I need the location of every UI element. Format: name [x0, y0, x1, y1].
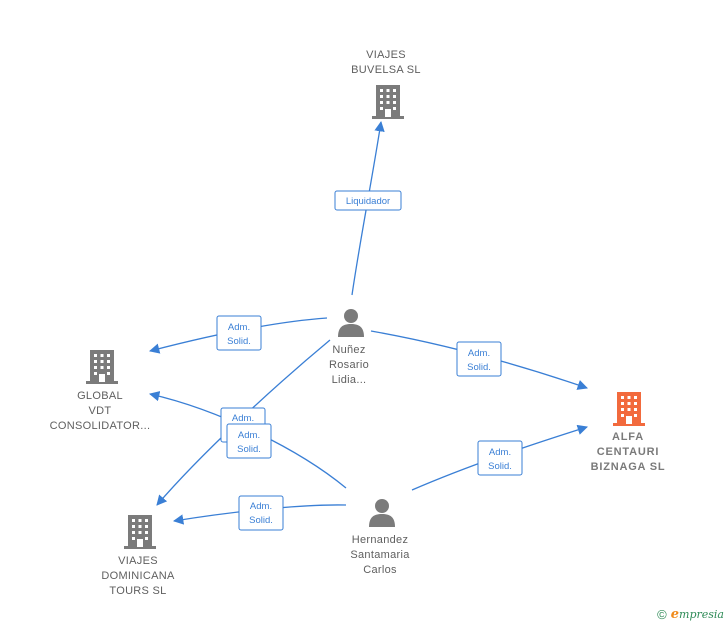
building-icon[interactable] [613, 390, 645, 426]
svg-text:Adm.: Adm. [468, 348, 490, 359]
node-label-viajes-dominicana[interactable]: VIAJES DOMINICANA TOURS SL [101, 555, 175, 597]
node-label-hernandez[interactable]: Hernandez Santamaria Carlos [350, 534, 410, 576]
brand-footer: © empresia [657, 607, 724, 622]
node-label-alfa-centauri[interactable]: ALFA CENTAURI BIZNAGA SL [590, 431, 666, 473]
node-label-nunez[interactable]: Nuñez Rosario Lidia... [328, 344, 369, 386]
svg-text:Solid.: Solid. [467, 362, 491, 373]
person-icon[interactable] [367, 497, 397, 527]
copyright-icon: © [657, 607, 667, 622]
svg-text:Solid.: Solid. [237, 444, 261, 455]
node-label-viajes-buvelsa[interactable]: VIAJES BUVELSA SL [351, 49, 421, 76]
brand-logo: empresia [670, 607, 724, 622]
svg-text:Adm.: Adm. [489, 447, 511, 458]
person-icon[interactable] [336, 307, 366, 337]
svg-text:Adm.: Adm. [232, 413, 254, 424]
building-icon[interactable] [124, 513, 156, 549]
svg-text:Adm.: Adm. [228, 322, 250, 333]
building-icon[interactable] [86, 348, 118, 384]
edge-label-nunez-buvelsa: Liquidador [334, 190, 402, 211]
edge-label-hernandez-alfa: Adm. Solid. [477, 440, 523, 476]
svg-text:Liquidador: Liquidador [346, 196, 390, 207]
svg-text:Solid.: Solid. [227, 336, 251, 347]
svg-text:Solid.: Solid. [488, 461, 512, 472]
edge-label-nunez-global: Adm. Solid. [216, 315, 262, 351]
edge-label-hernandez-dominicana: Adm. Solid. [238, 495, 284, 531]
svg-text:Adm.: Adm. [238, 430, 260, 441]
node-label-global-vdt[interactable]: GLOBAL VDT CONSOLIDATOR... [49, 390, 151, 432]
edge-label-hernandez-global: Adm. Solid. [226, 423, 272, 459]
svg-text:Solid.: Solid. [249, 515, 273, 526]
svg-text:Adm.: Adm. [250, 501, 272, 512]
edge-label-nunez-alfa: Adm. Solid. [456, 341, 502, 377]
building-icon[interactable] [372, 83, 404, 119]
